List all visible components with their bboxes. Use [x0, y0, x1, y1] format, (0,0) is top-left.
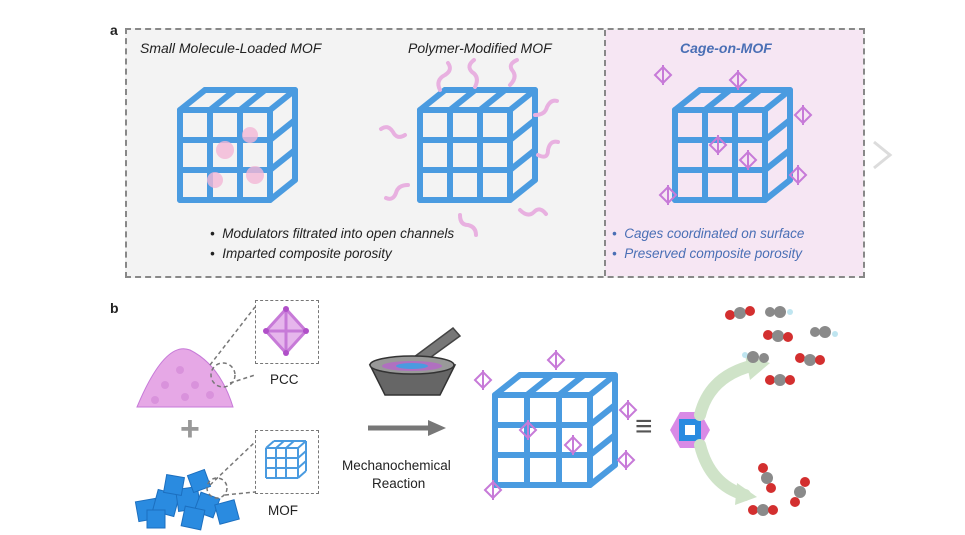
mof-zoom-lines — [206, 441, 256, 499]
pcc-label: PCC — [270, 372, 299, 387]
panel-a-label: a — [110, 22, 118, 38]
co2-molecules-icon — [748, 463, 810, 516]
small-molecule-mof-icon — [177, 87, 298, 203]
gas-molecules-mixed-icon — [725, 306, 838, 386]
reaction-label-line2: Reaction — [372, 476, 426, 491]
mof-zoom-box — [255, 430, 319, 494]
plus-sign: + — [180, 410, 200, 448]
bullet-right-1-text: Cages coordinated on surface — [624, 226, 805, 241]
mof-label: MOF — [268, 503, 298, 518]
polymer-mof-icon — [379, 58, 560, 237]
product-cage-on-mof-icon — [473, 350, 638, 500]
hexagon-cage-mof-icon — [670, 412, 710, 448]
mof-crystals-pile-icon — [134, 468, 240, 531]
title-polymer-mof: Polymer-Modified MOF — [408, 40, 552, 56]
mof-lattice-small-icon — [265, 440, 307, 479]
pcc-powder-pile-icon — [136, 348, 234, 408]
bullet-right-2-text: Preserved composite porosity — [624, 246, 803, 261]
chevron-right-icon — [873, 140, 893, 170]
bullet-right-2: • Preserved composite porosity — [612, 246, 803, 261]
equivalence-sign: ≡ — [635, 410, 653, 443]
title-cage-on-mof: Cage-on-MOF — [680, 40, 772, 56]
panel-a-divider — [604, 30, 606, 276]
reaction-arrow-icon — [368, 420, 446, 436]
pcc-cage-icon — [263, 306, 309, 356]
pcc-zoom-lines — [209, 306, 256, 388]
reaction-label-line1: Mechanochemical — [342, 458, 451, 473]
bullet-left-1-text: Modulators filtrated into open channels — [222, 226, 455, 241]
bullet-left-2: • Imparted composite porosity — [210, 246, 392, 261]
bullet-left-2-text: Imparted composite porosity — [222, 246, 392, 261]
panel-b-label: b — [110, 300, 119, 316]
bullet-right-1: • Cages coordinated on surface — [612, 226, 805, 241]
bullet-left-1: • Modulators filtrated into open channel… — [210, 226, 455, 241]
pcc-zoom-box — [255, 300, 319, 364]
mortar-pestle-icon — [368, 326, 462, 396]
title-small-molecule-mof: Small Molecule-Loaded MOF — [140, 40, 322, 56]
cage-on-mof-icon — [653, 65, 813, 205]
